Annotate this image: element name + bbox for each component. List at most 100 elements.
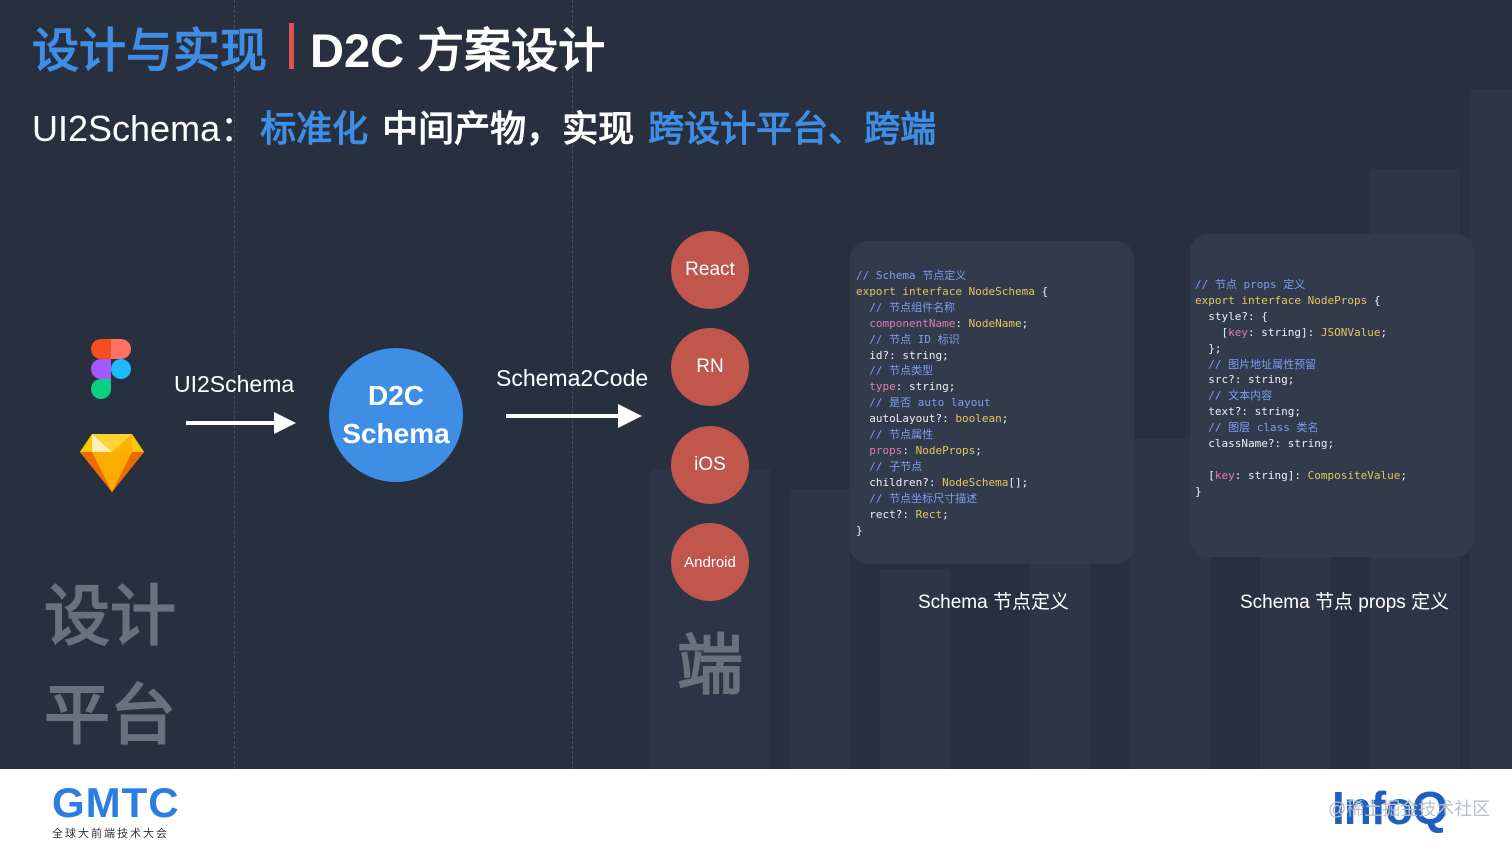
code-token: {	[1034, 284, 1049, 298]
subtitle-highlight-2: 跨设计平台、跨端	[648, 108, 937, 149]
code-token: NodeProps	[1307, 293, 1368, 307]
code-token: ?: string;	[1267, 437, 1335, 451]
arrow-right-icon	[506, 404, 642, 428]
code-token: NodeName	[968, 316, 1022, 330]
figma-icon	[91, 339, 131, 399]
code-line: };	[1195, 341, 1222, 355]
gmtc-logo-subtitle: 全球大前端技术大会	[52, 828, 169, 840]
code-token: ;	[1400, 468, 1407, 482]
code-token: :	[955, 316, 969, 330]
infoq-logo: InfoQ	[1332, 782, 1448, 834]
code-token: CompositeValue	[1307, 468, 1401, 482]
sketch-icon	[80, 434, 144, 492]
bg-bar	[880, 569, 950, 769]
code-line: // 节点坐标尺寸描述	[856, 491, 978, 505]
guide-line	[234, 0, 235, 769]
target-android: Android	[671, 523, 749, 601]
code-token: ?:	[895, 507, 916, 521]
caption-node-schema: Schema 节点定义	[918, 592, 1069, 613]
subtitle-highlight-1: 标准化	[260, 108, 369, 149]
footer: GMTC 全球大前端技术大会 InfoQ @稀土掘金技术社区	[0, 769, 1512, 851]
bg-bar	[1470, 89, 1512, 769]
arrow-right-icon	[186, 412, 296, 434]
code-line: // 节点类型	[856, 364, 934, 378]
code-token: ?: {	[1241, 309, 1268, 323]
code-token: autoLayout	[856, 412, 936, 426]
side-label-design-platform-line1: 设计	[44, 579, 176, 653]
code-token: interface	[895, 284, 969, 298]
schema2code-label: Schema2Code	[496, 365, 649, 391]
code-token: type	[856, 380, 896, 394]
code-token: Rect	[915, 507, 943, 521]
code-token: : string]:	[1248, 325, 1321, 339]
code-token: ;	[942, 507, 949, 521]
code-token: key	[1214, 468, 1235, 482]
code-token: rect	[856, 507, 896, 521]
watermark: @稀土掘金技术社区	[1328, 799, 1491, 819]
code-token: ;	[1021, 316, 1029, 330]
title-left: 设计与实现	[32, 23, 267, 77]
code-token: NodeSchema	[968, 284, 1035, 298]
code-token: [	[1195, 468, 1215, 482]
code-card-node-schema	[850, 241, 1134, 564]
target-ios: iOS	[671, 426, 749, 504]
code-token: children	[856, 475, 923, 489]
target-rn: RN	[671, 328, 749, 406]
code-token: ?: string;	[882, 348, 949, 362]
code-token: ;	[1380, 325, 1388, 339]
page-title: 设计与实现 D2C 方案设计	[32, 16, 605, 77]
code-token: NodeProps	[915, 443, 976, 457]
code-line: // 文本内容	[1195, 389, 1273, 403]
code-block-node-props: // 节点 props 定义 export interface NodeProp…	[1195, 277, 1407, 500]
code-token: ?:	[935, 412, 956, 426]
code-token: ?:	[922, 475, 943, 489]
side-label-end: 端	[677, 628, 743, 702]
bg-bar	[650, 469, 770, 769]
title-right: D2C 方案设计	[310, 23, 606, 77]
code-token: ?: string;	[1234, 405, 1301, 419]
code-block-node-schema: // Schema 节点定义 export interface NodeSche…	[856, 268, 1048, 538]
code-line: // 节点组件名称	[856, 300, 956, 314]
d2c-schema-circle: D2C Schema	[329, 348, 463, 482]
caption-node-props: Schema 节点 props 定义	[1240, 592, 1450, 613]
code-token: style	[1195, 309, 1242, 323]
gmtc-logo-text: GMTC	[52, 779, 180, 826]
code-token: : string]:	[1234, 468, 1308, 482]
code-line: // 节点属性	[856, 428, 934, 442]
code-line: }	[856, 523, 863, 537]
code-token: NodeSchema	[942, 475, 1009, 489]
ui2schema-label: UI2Schema	[174, 371, 295, 397]
code-token: boolean	[955, 412, 1002, 426]
subtitle-middle: 中间产物，实现	[382, 108, 635, 149]
code-line: }	[1195, 484, 1202, 498]
code-token: className	[1195, 437, 1268, 451]
code-token: text	[1195, 405, 1235, 419]
bg-bar	[790, 489, 850, 769]
code-token: src	[1195, 373, 1229, 387]
d2c-schema-line1: D2C	[367, 380, 424, 412]
code-token: :	[902, 443, 916, 457]
code-token: ?: string;	[1228, 373, 1295, 387]
code-line: // 是否 auto layout	[856, 396, 991, 410]
side-label-design-platform-line2: 平台	[44, 678, 176, 752]
code-token: [	[1195, 325, 1229, 339]
slide: 设计与实现 D2C 方案设计 UI2Schema： 标准化 中间产物，实现 跨设…	[0, 0, 1512, 769]
code-token: {	[1367, 293, 1381, 307]
gmtc-logo: GMTC 全球大前端技术大会	[52, 781, 182, 841]
code-token: id	[856, 348, 883, 362]
code-token: [];	[1008, 475, 1029, 489]
code-token: ;	[1001, 412, 1009, 426]
code-card-node-props	[1190, 234, 1474, 557]
code-token: export	[856, 284, 896, 298]
subtitle-prefix: UI2Schema：	[32, 108, 257, 149]
code-token: interface	[1234, 293, 1308, 307]
code-line: // 节点 ID 标识	[856, 332, 960, 346]
code-line: // Schema 节点定义	[856, 269, 967, 282]
code-token: JSONValue	[1320, 325, 1381, 339]
code-token: ;	[975, 443, 982, 457]
code-token: key	[1228, 325, 1248, 339]
code-token: export	[1195, 293, 1235, 307]
guide-line	[572, 0, 573, 769]
code-token: props	[856, 443, 903, 457]
code-token: componentName	[856, 316, 956, 330]
